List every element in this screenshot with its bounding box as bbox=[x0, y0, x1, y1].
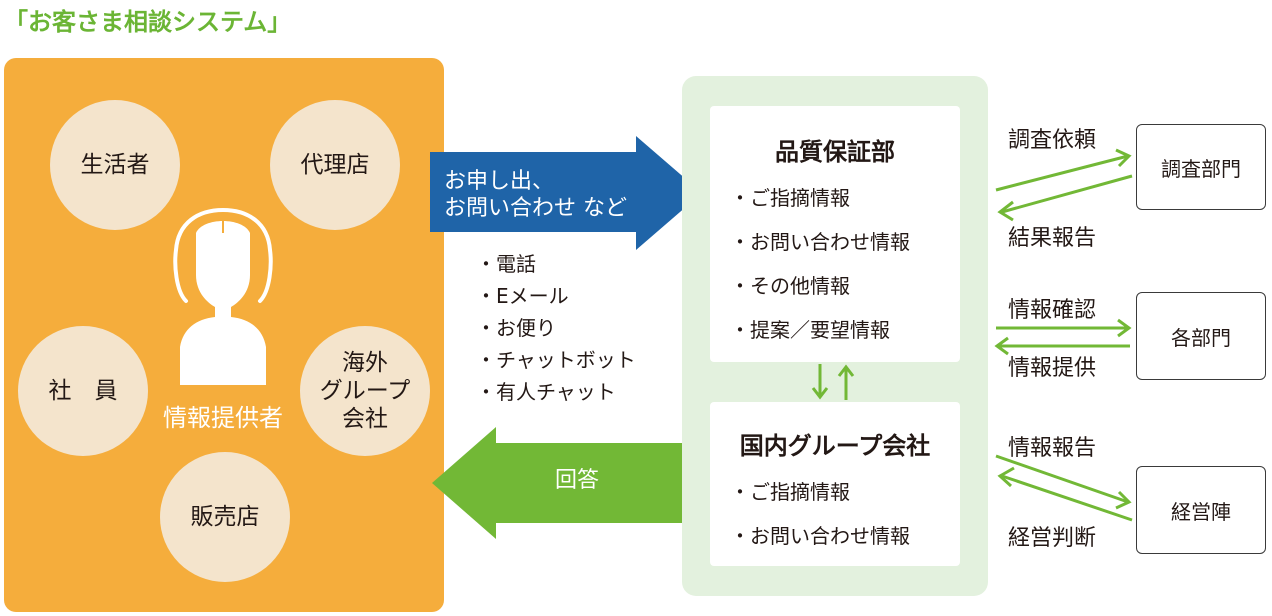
inquiry-line-2: お問い合わせ など bbox=[444, 196, 627, 221]
updown-arrows bbox=[811, 364, 855, 400]
management-box: 経営陣 bbox=[1136, 466, 1266, 554]
circle-seikatsusha: 生活者 bbox=[50, 100, 180, 230]
channel-item: ・お便り bbox=[476, 316, 556, 340]
group-company-title: 国内グループ会社 bbox=[739, 432, 931, 460]
management-decision-label: 経営判断 bbox=[1008, 526, 1097, 551]
channel-item: ・電話 bbox=[476, 252, 536, 276]
circle-kaigai: 海外 グループ 会社 bbox=[300, 326, 430, 456]
group-item: ・お問い合わせ情報 bbox=[730, 524, 910, 548]
provider-label: 情報提供者 bbox=[163, 404, 283, 432]
each-dept-provide-label: 情報提供 bbox=[1008, 356, 1097, 381]
inquiry-arrow bbox=[430, 136, 702, 250]
each-dept-box: 各部門 bbox=[1136, 292, 1266, 380]
qa-dept-title: 品質保証部 bbox=[775, 138, 895, 166]
channel-item: ・チャットボット bbox=[476, 348, 636, 372]
investigation-result-label: 結果報告 bbox=[1008, 226, 1097, 251]
qa-dept-box: 品質保証部 ・ご指摘情報 ・お問い合わせ情報 ・その他情報 ・提案／要望情報 bbox=[710, 106, 960, 362]
qa-item: ・提案／要望情報 bbox=[730, 318, 890, 342]
person-icon bbox=[173, 207, 273, 385]
each-dept-confirm-label: 情報確認 bbox=[1008, 298, 1097, 323]
investigation-dept-box: 調査部門 bbox=[1136, 124, 1266, 210]
flow-arrows bbox=[994, 148, 1133, 522]
circle-dairiten: 代理店 bbox=[270, 100, 400, 230]
answer-arrow bbox=[432, 427, 700, 539]
answer-label: 回答 bbox=[555, 468, 600, 493]
management-report-label: 情報報告 bbox=[1008, 436, 1097, 461]
inquiry-line-1: お申し出、 bbox=[444, 169, 555, 194]
qa-item: ・お問い合わせ情報 bbox=[730, 230, 910, 254]
qa-item: ・ご指摘情報 bbox=[730, 186, 850, 210]
diagram-title: 「お客さま相談システム」 bbox=[4, 8, 292, 36]
investigation-request-label: 調査依頼 bbox=[1008, 128, 1097, 153]
channel-item: ・有人チャット bbox=[476, 380, 616, 404]
group-company-box: 国内グループ会社 ・ご指摘情報 ・お問い合わせ情報 bbox=[710, 402, 960, 566]
circle-hanbaiten: 販売店 bbox=[160, 452, 290, 582]
qa-item: ・その他情報 bbox=[730, 274, 850, 298]
circle-shain: 社 員 bbox=[18, 326, 148, 456]
group-item: ・ご指摘情報 bbox=[730, 480, 850, 504]
channel-item: ・Eメール bbox=[476, 284, 569, 308]
